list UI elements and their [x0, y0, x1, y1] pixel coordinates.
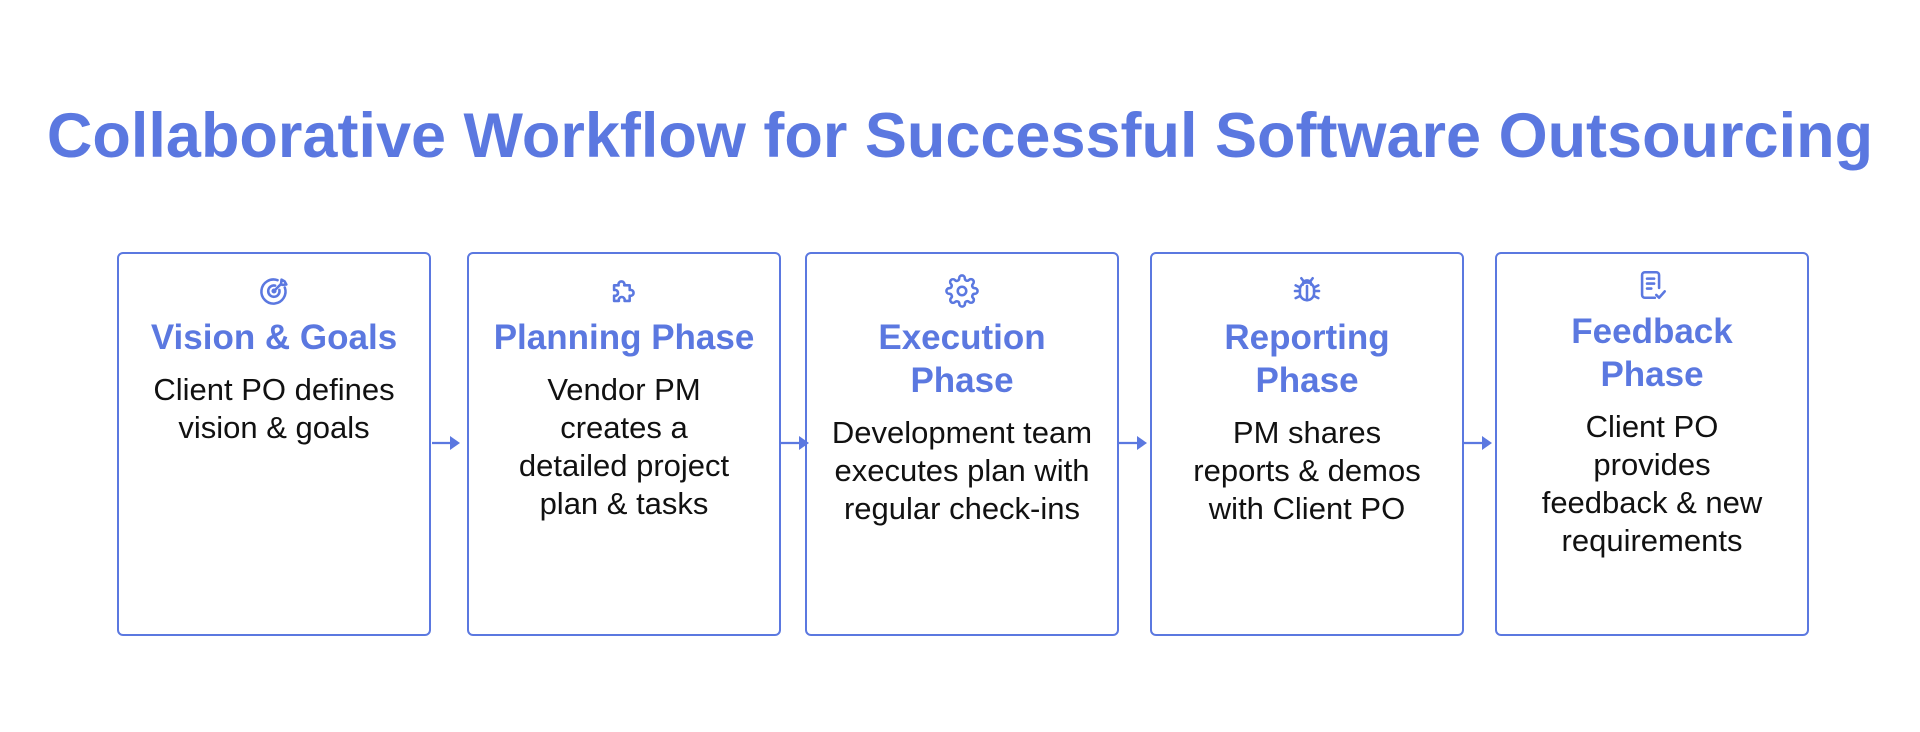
phase-description: Vendor PM creates a detailed project pla…	[518, 372, 730, 521]
phase-title: Planning Phase	[493, 318, 755, 357]
phase-card-vision-goals: Vision & Goals Client PO defines vision …	[117, 252, 431, 636]
gear-icon	[945, 274, 979, 308]
phase-description: PM shares reports & demos with Client PO	[1193, 415, 1421, 526]
bug-icon	[1293, 276, 1321, 302]
puzzle-icon	[612, 280, 635, 303]
flow-arrow	[432, 436, 460, 450]
flow-arrow	[1464, 436, 1492, 450]
phase-title: Execution Phase	[878, 318, 1046, 400]
phase-title: Vision & Goals	[150, 318, 398, 357]
document-check-icon	[1640, 270, 1667, 300]
target-icon	[260, 278, 288, 305]
diagram-title: Collaborative Workflow for Successful So…	[46, 101, 1874, 171]
phase-title: Feedback Phase	[1571, 312, 1733, 394]
phase-description: Client PO defines vision & goals	[153, 372, 395, 445]
phase-description: Client PO provides feedback & new requir…	[1541, 409, 1763, 558]
flow-arrow	[781, 436, 809, 450]
phase-card-reporting: Reporting Phase PM shares reports & demo…	[1150, 252, 1464, 636]
phase-description: Development team executes plan with regu…	[831, 415, 1093, 526]
phase-card-planning: Planning Phase Vendor PM creates a detai…	[467, 252, 781, 636]
phase-title: Reporting Phase	[1224, 318, 1390, 400]
flow-arrow	[1119, 436, 1147, 450]
phase-card-execution: Execution Phase Development team execute…	[805, 252, 1119, 636]
phase-card-feedback: Feedback Phase Client PO provides feedba…	[1495, 252, 1809, 636]
